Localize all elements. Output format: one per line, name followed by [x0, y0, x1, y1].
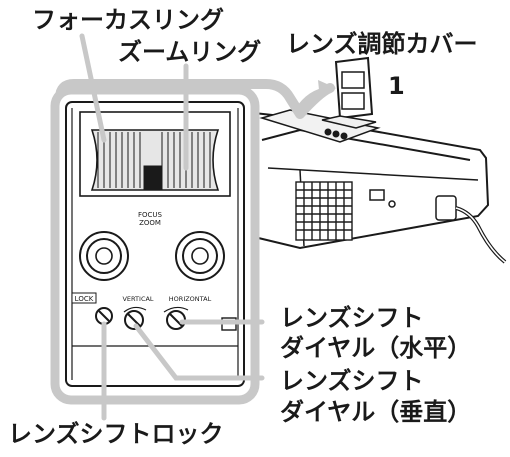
panel-lock-label: LOCK [75, 295, 94, 303]
focus-zoom-dials [79, 231, 225, 281]
v-shift-label-line2: ダイヤル（垂直） [280, 398, 472, 426]
lens-cover [321, 56, 377, 140]
h-shift-label-line1: レンズシフト [280, 304, 424, 332]
lens-ring-barrel [90, 129, 220, 191]
cover-arrow-head [318, 80, 336, 100]
projector-body [243, 109, 490, 250]
step-number: 1 [388, 72, 405, 100]
h-shift-label-line2: ダイヤル（水平） [280, 334, 472, 362]
focus-ring-label: フォーカスリング [32, 6, 224, 34]
panel-zoom-label: ZOOM [139, 219, 161, 227]
panel-horizontal-label: HORIZONTAL [169, 295, 212, 303]
zoom-ring-label: ズームリング [118, 38, 262, 66]
vent-grille [295, 181, 353, 241]
lock-label-box [71, 292, 97, 304]
panel-focus-label: FOCUS [138, 211, 163, 219]
v-shift-label-line1: レンズシフト [280, 367, 424, 395]
lens-cover-label: レンズ調節カバー [286, 30, 478, 58]
panel-vertical-label: VERTICAL [122, 295, 153, 303]
rotation-arrows [123, 306, 189, 313]
shift-lock-label: レンズシフトロック [8, 420, 224, 448]
